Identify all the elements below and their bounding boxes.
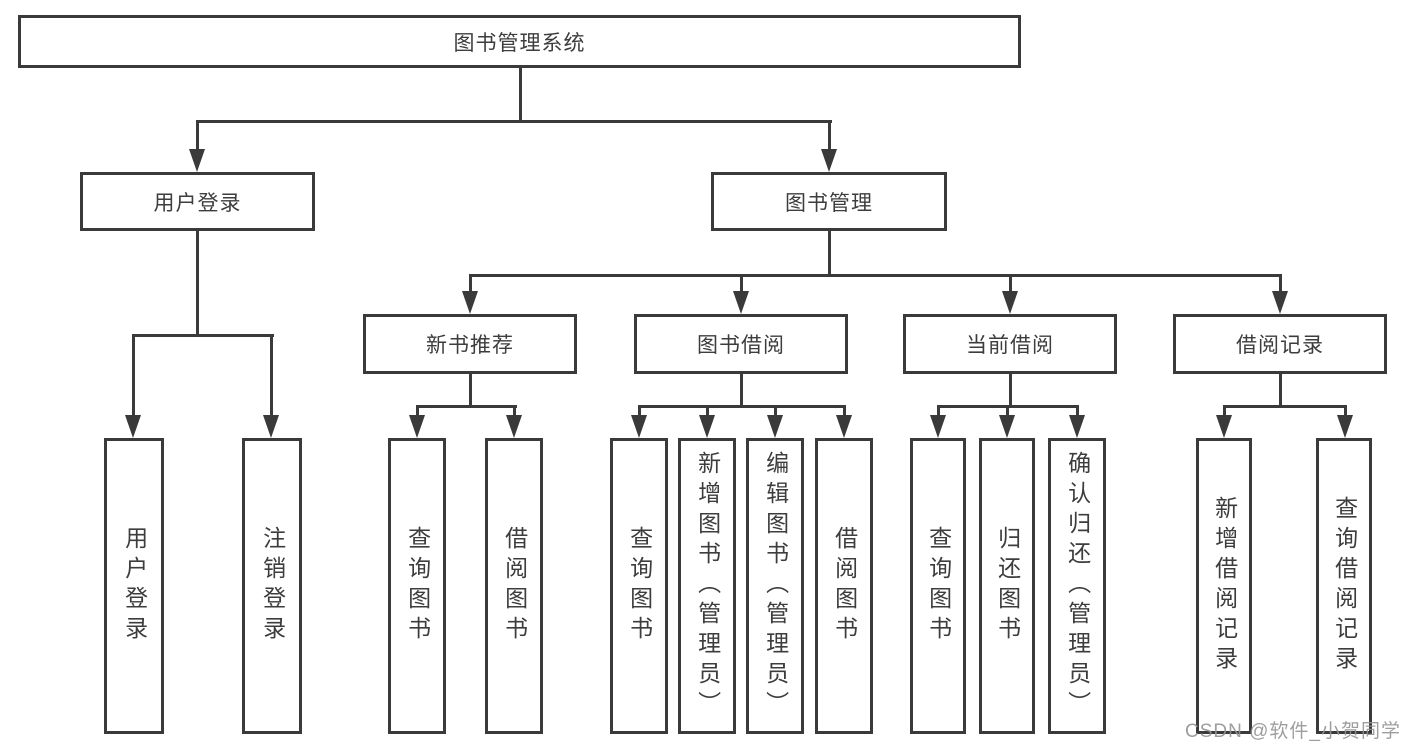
connector-line bbox=[469, 277, 472, 293]
arrow-down-icon bbox=[836, 415, 852, 438]
connector-line bbox=[937, 405, 1079, 408]
node-book-borrowing: 图书借阅 bbox=[634, 314, 848, 374]
connector-line bbox=[740, 374, 743, 408]
arrow-down-icon bbox=[631, 415, 647, 438]
connector-line bbox=[1009, 374, 1012, 408]
connector-line bbox=[1006, 408, 1009, 417]
leaf-current-confirm-return-admin: 确认归还（管理员） bbox=[1048, 438, 1106, 734]
connector-line bbox=[1223, 408, 1226, 417]
connector-line bbox=[1076, 408, 1079, 417]
arrow-down-icon bbox=[767, 415, 783, 438]
leaf-current-query-books: 查询图书 bbox=[910, 438, 966, 734]
arrow-down-icon bbox=[821, 149, 837, 172]
leaf-borrowing-borrow-books: 借阅图书 bbox=[815, 438, 873, 734]
arrow-down-icon bbox=[462, 291, 478, 314]
leaf-logout: 注销登录 bbox=[242, 438, 302, 734]
connector-line bbox=[1279, 277, 1282, 293]
connector-line bbox=[828, 123, 831, 151]
connector-line bbox=[937, 408, 940, 417]
arrow-down-icon bbox=[1002, 291, 1018, 314]
connector-line bbox=[1009, 277, 1012, 293]
arrow-down-icon bbox=[506, 415, 522, 438]
csdn-watermark: CSDN @软件_小贺同学 bbox=[1185, 721, 1401, 742]
arrow-down-icon bbox=[1216, 415, 1232, 438]
connector-line bbox=[519, 67, 522, 123]
arrow-down-icon bbox=[733, 291, 749, 314]
node-user-login: 用户登录 bbox=[80, 172, 315, 231]
arrow-down-icon bbox=[1337, 415, 1353, 438]
arrow-down-icon bbox=[1069, 415, 1085, 438]
connector-line bbox=[270, 337, 273, 417]
connector-line bbox=[638, 408, 641, 417]
node-new-book-recommendation: 新书推荐 bbox=[363, 314, 577, 374]
arrow-down-icon bbox=[409, 415, 425, 438]
connector-line bbox=[469, 274, 1282, 277]
connector-line bbox=[740, 277, 743, 293]
leaf-borrowing-query-books: 查询图书 bbox=[610, 438, 668, 734]
arrow-down-icon bbox=[263, 415, 279, 438]
leaf-records-add-borrow-record: 新增借阅记录 bbox=[1196, 438, 1252, 734]
connector-line bbox=[1344, 408, 1347, 417]
connector-line bbox=[638, 405, 846, 408]
connector-line bbox=[132, 334, 274, 337]
connector-line bbox=[1279, 374, 1282, 408]
arrow-down-icon bbox=[125, 415, 141, 438]
node-current-borrowing: 当前借阅 bbox=[903, 314, 1117, 374]
connector-line bbox=[469, 374, 472, 408]
leaf-recommend-query-books: 查询图书 bbox=[388, 438, 446, 734]
arrow-down-icon bbox=[189, 149, 205, 172]
connector-line bbox=[706, 408, 709, 417]
connector-line bbox=[416, 405, 517, 408]
arrow-down-icon bbox=[699, 415, 715, 438]
leaf-user-login: 用户登录 bbox=[104, 438, 164, 734]
connector-line bbox=[196, 123, 199, 151]
connector-line bbox=[513, 408, 516, 417]
connector-line bbox=[416, 408, 419, 417]
arrow-down-icon bbox=[1272, 291, 1288, 314]
arrow-down-icon bbox=[930, 415, 946, 438]
connector-line bbox=[1223, 405, 1347, 408]
node-book-management: 图书管理 bbox=[711, 172, 947, 231]
connector-line bbox=[196, 120, 832, 123]
node-borrowing-records: 借阅记录 bbox=[1173, 314, 1387, 374]
leaf-borrowing-edit-books-admin: 编辑图书（管理员） bbox=[746, 438, 804, 734]
arrow-down-icon bbox=[999, 415, 1015, 438]
connector-line bbox=[132, 337, 135, 417]
connector-line bbox=[196, 231, 199, 337]
connector-line bbox=[843, 408, 846, 417]
leaf-records-query-borrow-record: 查询借阅记录 bbox=[1316, 438, 1372, 734]
leaf-current-return-books: 归还图书 bbox=[979, 438, 1035, 734]
leaf-recommend-borrow-books: 借阅图书 bbox=[485, 438, 543, 734]
node-library-management-system: 图书管理系统 bbox=[18, 15, 1021, 68]
connector-line bbox=[774, 408, 777, 417]
leaf-borrowing-add-books-admin: 新增图书（管理员） bbox=[678, 438, 736, 734]
connector-line bbox=[828, 231, 831, 276]
